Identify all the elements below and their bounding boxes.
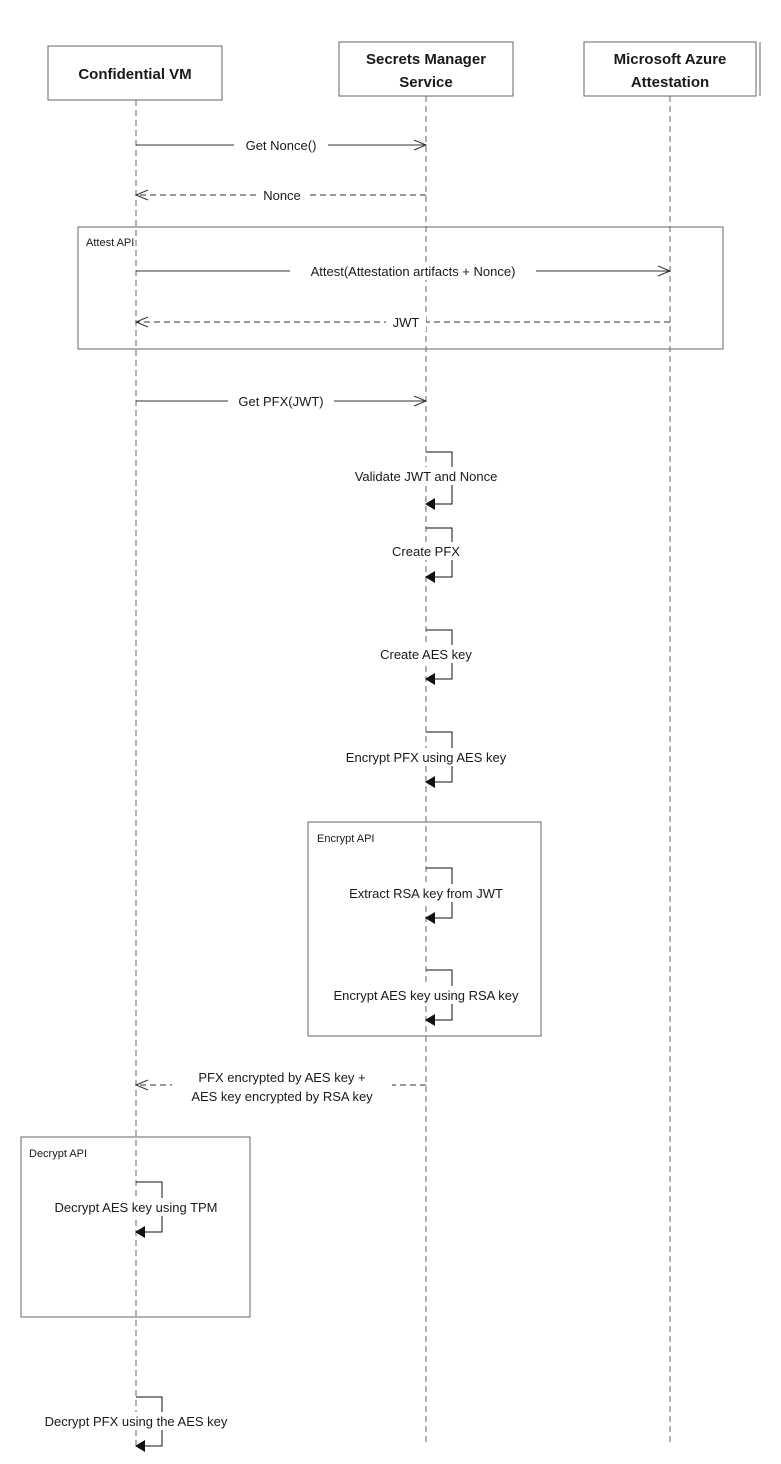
self-call-decrypt-aes-key: Decrypt AES key using TPM bbox=[42, 1181, 230, 1238]
message-label: PFX encrypted by AES key + bbox=[198, 1070, 365, 1085]
frame-decrypt-api: Decrypt API bbox=[20, 1136, 251, 1318]
message-nonce: Nonce bbox=[136, 186, 426, 204]
self-call-label: Validate JWT and Nonce bbox=[355, 469, 498, 484]
participant-azure-attestation: Microsoft Azure Attestation bbox=[583, 41, 761, 97]
message-label: JWT bbox=[393, 315, 420, 330]
self-call-label: Create AES key bbox=[380, 647, 472, 662]
self-call-decrypt-pfx: Decrypt PFX using the AES key bbox=[32, 1396, 240, 1452]
message-label: AES key encrypted by RSA key bbox=[191, 1089, 373, 1104]
message-attest: Attest(Attestation artifacts + Nonce) bbox=[136, 262, 670, 280]
frame-label: Encrypt API bbox=[317, 833, 374, 845]
self-call-label: Extract RSA key from JWT bbox=[349, 886, 503, 901]
self-call-encrypt-aes-key: Encrypt AES key using RSA key bbox=[319, 969, 533, 1026]
message-label: Get Nonce() bbox=[246, 138, 317, 153]
frame-label: Attest API bbox=[86, 237, 134, 249]
participant-label: Attestation bbox=[631, 74, 709, 91]
self-call-extract-rsa-key: Extract RSA key from JWT bbox=[335, 867, 517, 924]
self-call-label: Decrypt PFX using the AES key bbox=[45, 1414, 228, 1429]
self-call-create-aes-key: Create AES key bbox=[368, 629, 484, 685]
participant-label: Confidential VM bbox=[78, 66, 191, 83]
participant-confidential-vm: Confidential VM bbox=[47, 45, 223, 101]
frame-label: Decrypt API bbox=[29, 1148, 87, 1160]
self-call-label: Decrypt AES key using TPM bbox=[54, 1200, 217, 1215]
self-call-label: Encrypt PFX using AES key bbox=[346, 750, 507, 765]
participant-label: Microsoft Azure bbox=[614, 51, 727, 68]
self-call-label: Encrypt AES key using RSA key bbox=[334, 988, 519, 1003]
participant-secrets-manager: Secrets Manager Service bbox=[338, 41, 514, 97]
self-call-validate-jwt: Validate JWT and Nonce bbox=[337, 451, 515, 510]
message-get-nonce: Get Nonce() bbox=[136, 136, 426, 154]
message-label: Nonce bbox=[263, 188, 301, 203]
message-label: Attest(Attestation artifacts + Nonce) bbox=[311, 264, 516, 279]
self-call-create-pfx: Create PFX bbox=[384, 527, 468, 583]
participant-label: Service bbox=[399, 74, 452, 91]
self-call-label: Create PFX bbox=[392, 544, 460, 559]
frame-attest-api: Attest API bbox=[77, 226, 724, 350]
self-call-encrypt-pfx: Encrypt PFX using AES key bbox=[334, 731, 518, 788]
message-pfx-response: PFX encrypted by AES key + AES key encry… bbox=[136, 1068, 426, 1108]
message-label: Get PFX(JWT) bbox=[238, 394, 323, 409]
message-jwt: JWT bbox=[136, 313, 670, 331]
participant-label: Secrets Manager bbox=[366, 51, 486, 68]
message-get-pfx: Get PFX(JWT) bbox=[136, 392, 426, 410]
frame-encrypt-api: Encrypt API bbox=[307, 821, 542, 1037]
